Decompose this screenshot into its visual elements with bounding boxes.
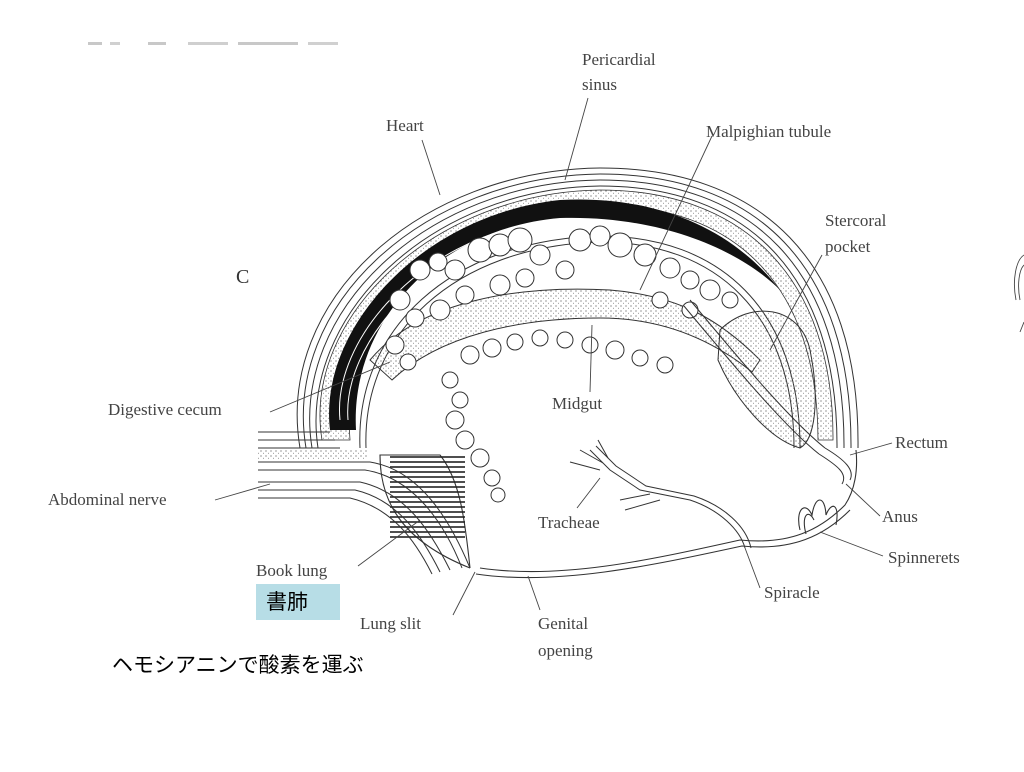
label-genital-opening-line1: Genital <box>538 614 589 633</box>
adjacent-figure-fragment <box>1013 254 1024 333</box>
label-rectum: Rectum <box>895 433 948 452</box>
digestive-ceca <box>385 225 739 503</box>
label-spinnerets: Spinnerets <box>888 548 960 567</box>
label-spiracle: Spiracle <box>764 583 820 602</box>
label-pericardial-sinus-line2: sinus <box>582 75 617 94</box>
label-book-lung: Book lung <box>256 561 328 580</box>
label-genital-opening-line2: opening <box>538 641 593 660</box>
label-digestive-cecum: Digestive cecum <box>108 400 222 419</box>
label-malpighian-tubule: Malpighian tubule <box>706 122 832 141</box>
abdominal-nerve-stipple <box>258 450 368 460</box>
label-midgut: Midgut <box>552 394 603 413</box>
label-anus: Anus <box>882 507 918 526</box>
label-stercoral-pocket-line2: pocket <box>825 237 871 256</box>
label-lung-slit: Lung slit <box>360 614 421 633</box>
hemocyanin-caption: ヘモシアニンで酸素を運ぶ <box>112 653 364 677</box>
outer-cuticle <box>296 167 859 449</box>
leader-lines <box>214 97 893 616</box>
spinnerets <box>798 499 838 535</box>
label-heart: Heart <box>386 116 424 135</box>
abdominal-nerve <box>258 431 471 575</box>
book-lung-plates <box>390 455 465 540</box>
panel-letter: C <box>236 266 250 288</box>
label-pericardial-sinus-line1: Pericardial <box>582 50 656 69</box>
faint-header-marks <box>88 42 338 45</box>
label-abdominal-nerve: Abdominal nerve <box>48 490 167 509</box>
label-tracheae: Tracheae <box>538 513 600 532</box>
stercoral-pocket <box>717 310 816 449</box>
tracheae <box>569 439 752 549</box>
label-stercoral-pocket-line1: Stercoral <box>825 211 887 230</box>
book-lung-jp-annotation: 書肺 <box>256 584 340 620</box>
rectum-tube <box>683 299 852 485</box>
